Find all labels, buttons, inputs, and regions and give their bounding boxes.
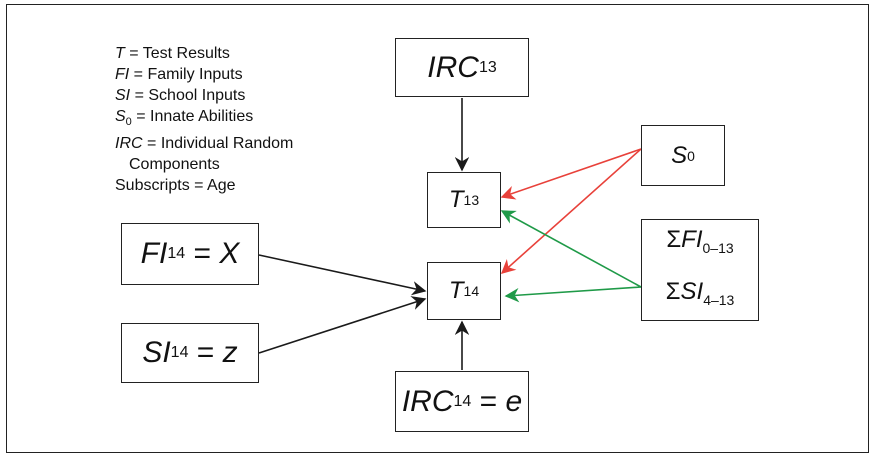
legend-item-irc: IRC = Individual Random: [115, 135, 294, 153]
legend-item-fi: FI = Family Inputs: [115, 66, 243, 83]
sum-si: ΣSI4–13: [665, 278, 735, 308]
arrows-layer: [258, 98, 642, 370]
legend-item-t: T = Test Results: [115, 45, 230, 62]
node-sums: ΣFI0–13 ΣSI4–13: [641, 219, 759, 321]
diagram-frame: T = Test Results FI = Family Inputs SI =…: [6, 4, 869, 453]
legend: T = Test Results FI = Family Inputs SI =…: [115, 43, 293, 196]
legend-item-irc-cont: Components: [129, 156, 220, 174]
arrow-fi14-t14: [258, 254, 427, 296]
legend-item-si: SI = School Inputs: [115, 87, 246, 104]
arrow-s0-t14: [500, 148, 642, 274]
arrow-sums-t14: [504, 286, 642, 303]
arrow-s0-t13: [500, 148, 642, 200]
arrow-si14-t14: [258, 296, 427, 354]
arrow-sums-t13: [500, 210, 642, 288]
legend-item-s0: S0 = Innate Abilities: [115, 108, 254, 129]
sum-fi: ΣFI0–13: [666, 226, 734, 256]
legend-item-subscripts: Subscripts = Age: [115, 177, 236, 195]
